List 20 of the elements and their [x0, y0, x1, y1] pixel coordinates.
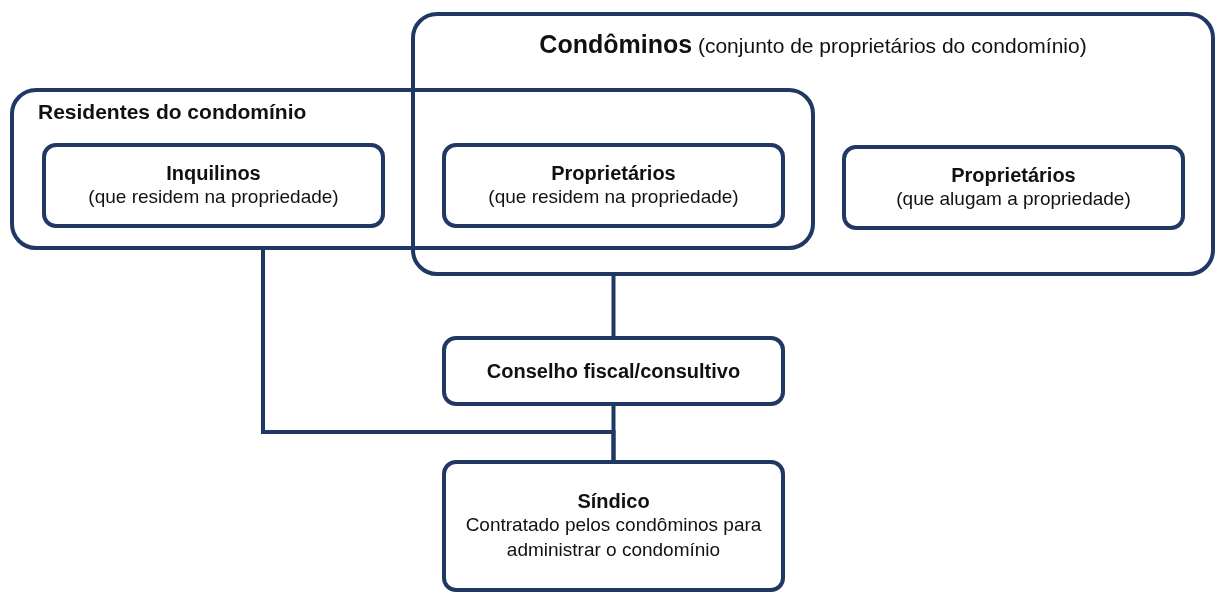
group-title: Condôminos (conjunto de proprietários do condomínio)	[539, 30, 1087, 59]
connector-line	[611, 276, 616, 336]
process-box	[842, 145, 1185, 230]
process-box	[442, 460, 785, 592]
box-title: Conselho fiscal/consultivo	[486, 359, 741, 383]
box-description: (que residem na propriedade)	[87, 184, 340, 209]
box-title: Síndico	[577, 489, 650, 513]
process-box	[42, 143, 385, 228]
group-title: Residentes do condomínio	[38, 100, 307, 124]
group-box	[10, 88, 815, 250]
box-title: Proprietários	[551, 161, 676, 185]
connector-line	[261, 250, 616, 460]
group-box	[411, 12, 1215, 276]
process-box	[442, 336, 785, 406]
box-description: Contratado pelos condôminos para administrar o condomínio	[464, 512, 763, 562]
box-description: (que residem na propriedade)	[487, 184, 740, 209]
process-box	[442, 143, 785, 228]
box-title: Proprietários	[951, 163, 1076, 187]
box-title: Inquilinos	[166, 161, 261, 185]
box-description: (que alugam a propriedade)	[895, 186, 1132, 211]
